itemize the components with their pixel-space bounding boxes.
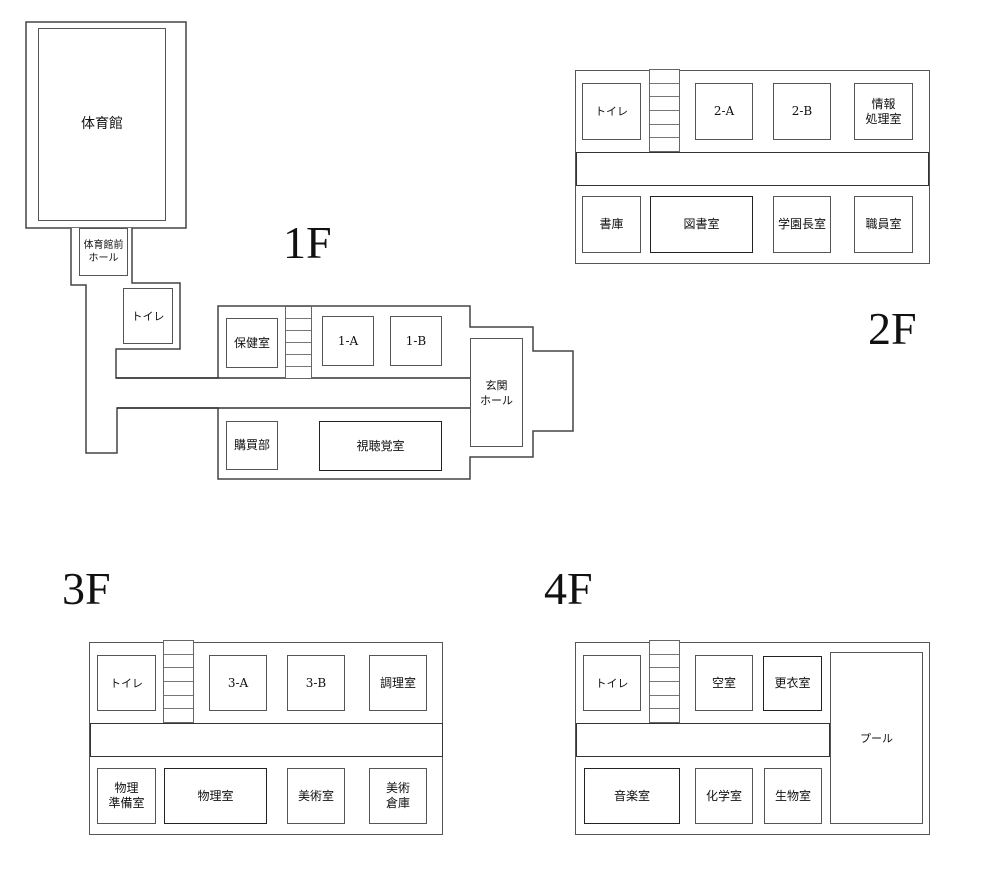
stairs-1f	[285, 306, 312, 379]
room-toilet-4f[interactable]: トイレ	[583, 655, 641, 711]
room-1a[interactable]: 1-A	[322, 316, 374, 366]
room-physics-prep[interactable]: 物理 準備室	[97, 768, 156, 824]
corridor-2f	[576, 152, 929, 186]
room-art-storage[interactable]: 美術 倉庫	[369, 768, 427, 824]
room-locker[interactable]: 更衣室	[763, 656, 822, 711]
room-music[interactable]: 音楽室	[584, 768, 680, 824]
floor-label-4f: 4F	[544, 563, 593, 614]
room-info-processing[interactable]: 情報 処理室	[854, 83, 913, 140]
room-pool[interactable]: プール	[830, 652, 923, 824]
room-art[interactable]: 美術室	[287, 768, 345, 824]
room-stack[interactable]: 書庫	[582, 196, 641, 253]
room-2a[interactable]: 2-A	[695, 83, 753, 140]
corridor-4f	[576, 723, 830, 757]
stairs-3f	[163, 640, 194, 723]
room-toilet-3f[interactable]: トイレ	[97, 655, 156, 711]
room-chemistry[interactable]: 化学室	[695, 768, 753, 824]
floor-label-1f: 1F	[283, 217, 332, 268]
room-3a[interactable]: 3-A	[209, 655, 267, 711]
corridor-3f	[90, 723, 443, 757]
room-staff[interactable]: 職員室	[854, 196, 913, 253]
room-2b[interactable]: 2-B	[773, 83, 831, 140]
stairs-2f	[649, 69, 680, 152]
room-av[interactable]: 視聴覚室	[319, 421, 442, 471]
room-1b[interactable]: 1-B	[390, 316, 442, 366]
room-gym-hall[interactable]: 体育館前 ホール	[79, 228, 128, 276]
room-cooking[interactable]: 調理室	[369, 655, 427, 711]
room-health[interactable]: 保健室	[226, 318, 278, 368]
room-3b[interactable]: 3-B	[287, 655, 345, 711]
room-store[interactable]: 購買部	[226, 421, 278, 470]
room-principal[interactable]: 学園長室	[773, 196, 831, 253]
room-physics[interactable]: 物理室	[164, 768, 267, 824]
room-toilet-1f[interactable]: トイレ	[123, 288, 173, 344]
room-toilet-2f[interactable]: トイレ	[582, 83, 641, 140]
room-gym[interactable]: 体育館	[38, 28, 166, 221]
stairs-4f	[649, 640, 680, 723]
room-vacant[interactable]: 空室	[695, 655, 753, 711]
room-entrance-hall[interactable]: 玄関 ホール	[470, 338, 523, 447]
room-library[interactable]: 図書室	[650, 196, 753, 253]
floor-label-3f: 3F	[62, 563, 111, 614]
room-biology[interactable]: 生物室	[764, 768, 822, 824]
floor-label-2f: 2F	[868, 303, 917, 354]
